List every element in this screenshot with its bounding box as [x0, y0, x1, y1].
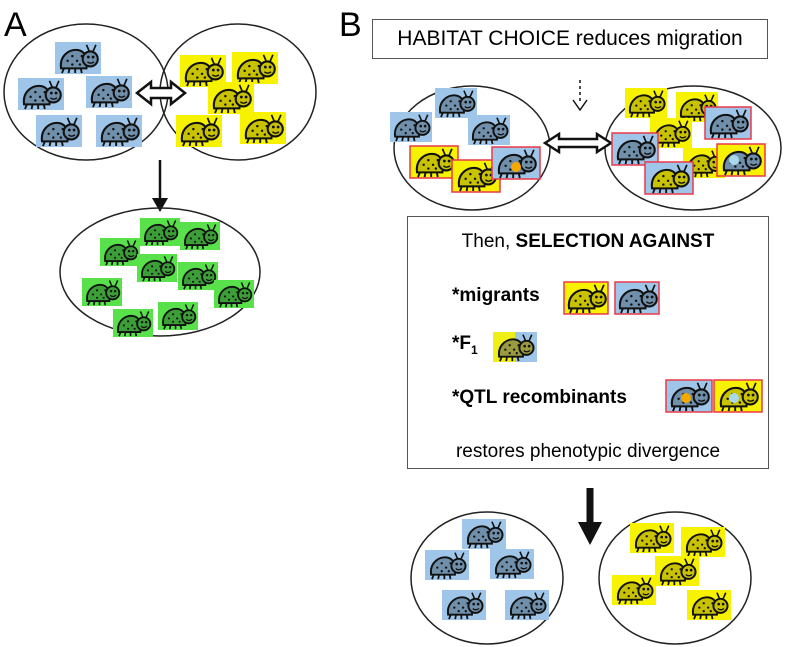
selection-footer: restores phenotypic divergence [455, 441, 721, 462]
habitat-choice-box: HABITAT CHOICE reduces migration [372, 19, 768, 59]
beetle-icon [625, 88, 667, 118]
f1-item: *F1 [452, 333, 478, 357]
panel-a-label: A [4, 6, 27, 44]
beetle-icon [563, 281, 609, 315]
beetle-icon [505, 590, 549, 620]
selection-box: Then, SELECTION AGAINST *migrants *F1 *Q… [407, 216, 769, 469]
f1-item-main: *F [452, 333, 471, 354]
beetle-icon [82, 278, 122, 306]
beetle-icon [55, 42, 101, 74]
down-arrow-icon [152, 160, 168, 212]
panel-b-label: B [339, 6, 362, 44]
double-arrow-icon [542, 131, 614, 155]
f1-item-subscript: 1 [471, 342, 478, 357]
beetle-icon [612, 575, 656, 605]
beetle-icon [665, 379, 713, 413]
panel-b [390, 80, 782, 645]
migrants-item: *migrants [452, 285, 540, 306]
beetle-icon [232, 52, 278, 84]
beetle-icon [390, 112, 432, 142]
beetle-icon [409, 145, 459, 179]
beetle-icon [18, 78, 64, 110]
beetle-icon [491, 146, 541, 180]
beetle-icon [611, 132, 659, 166]
beetle-icon [630, 523, 674, 553]
beetle-icon [178, 262, 218, 290]
double-arrow-icon [134, 79, 188, 107]
beetle-icon [462, 519, 506, 549]
final-right-ellipse [598, 511, 752, 645]
beetle-icon [490, 549, 534, 579]
beetle-icon [614, 281, 660, 315]
beetle-icon [240, 112, 286, 144]
beetle-icon [468, 115, 510, 145]
beetle-icon [140, 218, 180, 246]
selection-heading-prefix: Then, [461, 231, 516, 252]
beetle-icon [493, 332, 537, 362]
panel-a [3, 23, 317, 337]
beetle-icon [704, 106, 752, 140]
selection-heading-bold: SELECTION AGAINST [515, 231, 715, 252]
beetle-icon [442, 590, 486, 620]
beetle-icon [176, 115, 222, 147]
beetle-icon [36, 115, 82, 147]
beetle-icon [687, 590, 731, 620]
beetle-icon [214, 280, 254, 308]
habitat-choice-text: HABITAT CHOICE reduces migration [397, 27, 743, 50]
beetle-icon [158, 302, 198, 330]
habitat-left-ellipse [393, 85, 551, 211]
beetle-icon [180, 222, 220, 250]
beetle-icon [100, 238, 140, 266]
beetle-icon [86, 76, 132, 108]
merged-population-ellipse [59, 207, 261, 337]
beetle-icon [716, 143, 766, 177]
beetle-icon [425, 550, 469, 580]
dotted-down-arrow-icon [572, 80, 588, 112]
beetle-icon [713, 379, 763, 413]
down-arrow-icon [578, 488, 602, 545]
beetle-icon [644, 161, 694, 195]
beetle-icon [180, 55, 226, 87]
beetle-icon [208, 82, 254, 114]
qtl-item: *QTL recombinants [452, 387, 627, 408]
beetle-icon [113, 309, 153, 337]
beetle-icon [681, 527, 725, 557]
beetle-icon [655, 556, 699, 586]
final-left-ellipse [410, 511, 564, 645]
selection-heading: Then, SELECTION AGAINST [408, 231, 768, 253]
beetle-icon [435, 88, 477, 118]
beetle-icon [137, 254, 177, 282]
beetle-icon [96, 115, 142, 147]
